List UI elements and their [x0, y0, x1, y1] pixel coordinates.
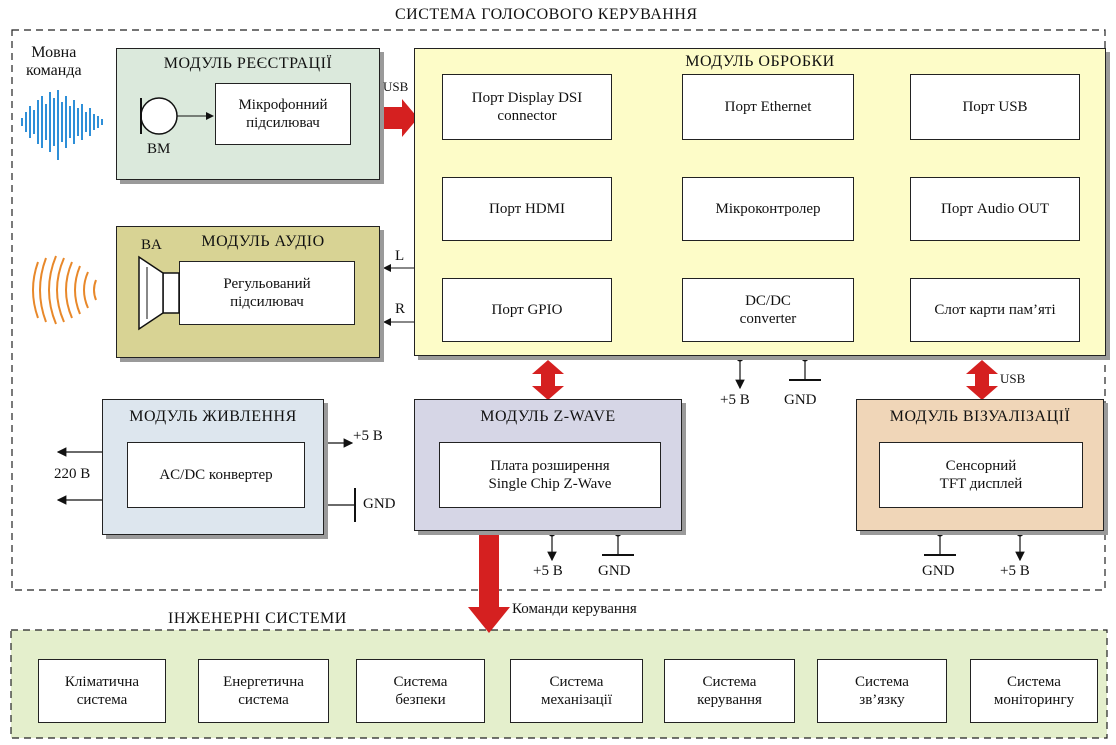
audio-module-title: МОДУЛЬ АУДІО: [201, 233, 325, 250]
system-communication: Система зв’язку: [817, 659, 947, 723]
power-module-title: МОДУЛЬ ЖИВЛЕННЯ: [129, 408, 297, 425]
system-title: СИСТЕМА ГОЛОСОВОГО КЕРУВАННЯ: [395, 6, 698, 23]
port-audio-out: Порт Audio OUT: [910, 177, 1080, 241]
port-gpio: Порт GPIO: [442, 278, 612, 342]
system-control: Система керування: [664, 659, 795, 723]
port-display-dsi: Порт Display DSI connector: [442, 74, 612, 140]
dcdc-converter: DC/DC converter: [682, 278, 854, 342]
control-commands-arrow: [468, 533, 510, 633]
visualization-link-arrow: [966, 360, 998, 400]
processing-module-title: МОДУЛЬ ОБРОБКИ: [685, 53, 835, 70]
port-ethernet: Порт Ethernet: [682, 74, 854, 140]
power-plus5-label: +5 В: [353, 428, 383, 444]
visualization-module: МОДУЛЬ ВІЗУАЛІЗАЦІЇ Сенсорний TFT диспле…: [856, 399, 1104, 531]
voice-waveform-icon: [21, 90, 103, 160]
power-input-label: 220 В: [54, 466, 91, 482]
acdc-converter: AC/DC конвертер: [127, 442, 305, 508]
voice-command-label: Мовна команда: [26, 44, 82, 80]
memory-card-slot: Слот карти пам’яті: [910, 278, 1080, 342]
audio-left-label: L: [395, 248, 405, 264]
zwave-gnd-label: GND: [598, 563, 631, 579]
speaker-label: BA: [141, 237, 162, 253]
visualization-gnd-label: GND: [922, 563, 955, 579]
usb-arrow: [380, 99, 418, 137]
sound-waves-icon: [32, 255, 97, 325]
zwave-module-title: МОДУЛЬ Z-WAVE: [480, 408, 616, 425]
visualization-plus5-label: +5 В: [1000, 563, 1030, 579]
engineering-title: ІНЖЕНЕРНІ СИСТЕМИ: [168, 610, 347, 627]
system-climate: Кліматична система: [38, 659, 166, 723]
port-usb: Порт USB: [910, 74, 1080, 140]
visualization-module-title: МОДУЛЬ ВІЗУАЛІЗАЦІЇ: [889, 408, 1071, 425]
audio-module: МОДУЛЬ АУДІО Регульований підсилювач BA: [116, 226, 380, 358]
zwave-link-arrow: [532, 360, 564, 400]
control-commands-label: Команди керування: [512, 601, 637, 617]
zwave-module: МОДУЛЬ Z-WAVE Плата розширення Single Ch…: [414, 399, 682, 531]
port-hdmi: Порт HDMI: [442, 177, 612, 241]
power-gnd-label: GND: [363, 496, 396, 512]
microcontroller: Мікроконтролер: [682, 177, 854, 241]
system-energy: Енергетична система: [198, 659, 329, 723]
registration-module: МОДУЛЬ РЕЄСТРАЦІЇ Мікрофонний підсилювач…: [116, 48, 380, 180]
processing-plus5-label: +5 В: [720, 392, 750, 408]
visualization-usb-label: USB: [1000, 371, 1026, 386]
system-security: Система безпеки: [356, 659, 485, 723]
audio-right-label: R: [395, 301, 406, 317]
processing-gnd-label: GND: [784, 392, 817, 408]
system-mechanization: Система механізації: [510, 659, 643, 723]
zwave-plus5-label: +5 В: [533, 563, 563, 579]
usb-label-registration: USB: [383, 79, 409, 94]
microphone-amplifier: Мікрофонний підсилювач: [215, 83, 351, 145]
power-module: МОДУЛЬ ЖИВЛЕННЯ AC/DC конвертер: [102, 399, 324, 535]
touch-display: Сенсорний TFT дисплей: [879, 442, 1083, 508]
speaker-icon: [138, 255, 180, 331]
microphone-label: BM: [147, 141, 171, 157]
registration-module-title: МОДУЛЬ РЕЄСТРАЦІЇ: [163, 55, 333, 72]
system-monitoring: Система моніторингу: [970, 659, 1098, 723]
zwave-board: Плата розширення Single Chip Z-Wave: [439, 442, 661, 508]
microphone-icon: [140, 97, 214, 135]
